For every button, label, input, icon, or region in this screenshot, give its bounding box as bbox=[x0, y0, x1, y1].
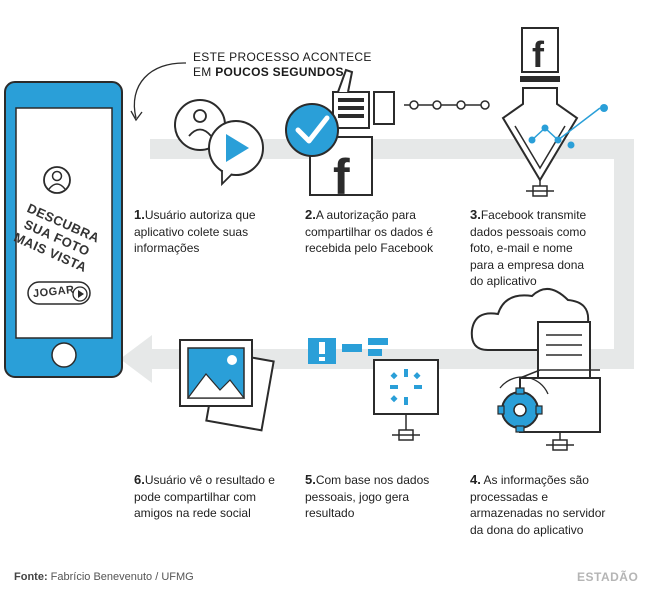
intro-line-2: EM POUCOS SEGUNDOS bbox=[193, 65, 344, 79]
facebook-transmit-icon: f bbox=[501, 27, 608, 197]
step-5: 5.Com base nos dados pessoais, jogo gera… bbox=[305, 472, 437, 522]
step-2: 2.A autorização para compartilhar os dad… bbox=[305, 207, 453, 257]
step-text: A autorização para compartilhar os dados… bbox=[305, 208, 434, 255]
step-text: Facebook transmite dados pessoais como f… bbox=[470, 208, 587, 288]
intro-arrow bbox=[130, 62, 187, 122]
svg-text:f: f bbox=[532, 34, 545, 75]
brand-logo: ESTADÃO bbox=[577, 570, 638, 584]
step-text: Usuário autoriza que aplicativo colete s… bbox=[134, 208, 256, 255]
step-number: 1. bbox=[134, 207, 145, 222]
server-storage-icon bbox=[470, 288, 601, 451]
step-3: 3.Facebook transmite dados pessoais como… bbox=[470, 207, 600, 290]
photo-result-icon bbox=[179, 339, 275, 432]
connection-chain bbox=[404, 100, 490, 110]
step-4: 4. As informações são processadas e arma… bbox=[470, 472, 620, 538]
intro-line-1: ESTE PROCESSO ACONTECE bbox=[193, 50, 372, 64]
source-label: Fonte: bbox=[14, 571, 48, 583]
step-text: Com base nos dados pessoais, jogo gera r… bbox=[305, 473, 430, 520]
step-text: As informações são processadas e armazen… bbox=[470, 473, 606, 537]
step-text: Usuário vê o resultado e pode compartilh… bbox=[134, 473, 275, 520]
facebook-authorization-icon: f bbox=[285, 68, 395, 205]
step-number: 5. bbox=[305, 472, 316, 487]
game-processing-icon bbox=[308, 338, 439, 441]
svg-text:f: f bbox=[333, 149, 350, 205]
step-number: 6. bbox=[134, 472, 145, 487]
step-1: 1.Usuário autoriza que aplicativo colete… bbox=[134, 207, 274, 257]
brand-text: ESTADÃO bbox=[577, 570, 639, 584]
step-number: 2. bbox=[305, 207, 316, 222]
intro-text: ESTE PROCESSO ACONTECE EM POUCOS SEGUNDO… bbox=[193, 50, 372, 80]
user-play-icon bbox=[174, 99, 264, 187]
smartphone-icon bbox=[4, 81, 123, 378]
step-number: 3. bbox=[470, 207, 481, 222]
source-text: Fabrício Benevenuto / UFMG bbox=[47, 571, 194, 583]
step-6: 6.Usuário vê o resultado e pode comparti… bbox=[134, 472, 284, 522]
source-credit: Fonte: Fabrício Benevenuto / UFMG bbox=[14, 571, 194, 583]
step-number: 4. bbox=[470, 472, 481, 487]
